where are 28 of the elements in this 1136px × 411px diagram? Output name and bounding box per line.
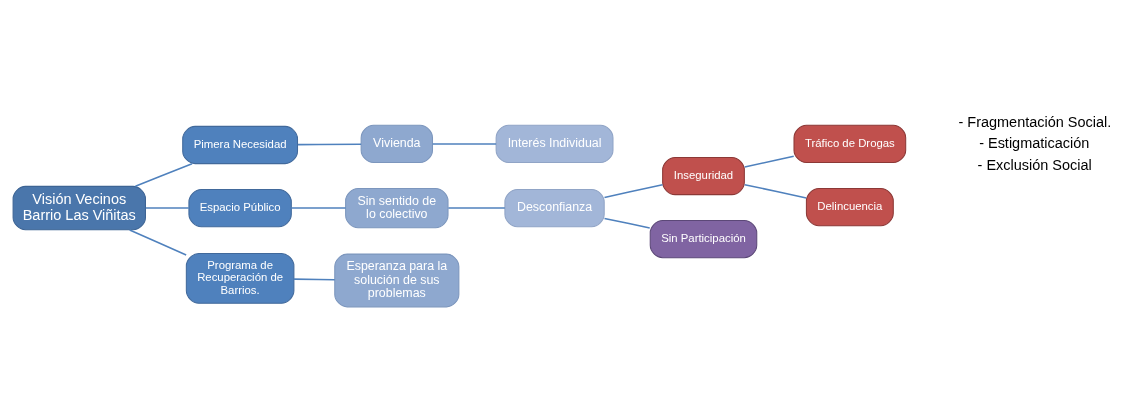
- connector: [603, 183, 664, 199]
- connector: [290, 207, 347, 209]
- connector: [447, 207, 506, 209]
- node-box: Espacio Público: [188, 188, 292, 228]
- node-box: Desconfianza: [504, 188, 605, 228]
- connector: [128, 229, 187, 256]
- node-box: Sin Participación: [649, 220, 758, 259]
- label: - Exclusión Social: [977, 157, 1092, 174]
- connector: [743, 155, 795, 168]
- connector: [297, 143, 362, 146]
- node-box: Sin sentido de lo colectivo: [345, 187, 449, 229]
- connector: [145, 207, 190, 209]
- label: - Fragmentación Social.: [958, 113, 1112, 130]
- connector: [743, 183, 808, 199]
- node-box: Delincuencia: [805, 187, 894, 227]
- connector: [432, 143, 497, 145]
- connector: [603, 217, 651, 229]
- node-box: Pimera Necesidad: [182, 125, 299, 165]
- node-box: Inseguridad: [662, 156, 745, 196]
- connector: [134, 162, 193, 187]
- node-box: Interés Individual: [495, 124, 614, 164]
- node-box: Tráfico de Drogas: [793, 124, 907, 164]
- node-box: Visión Vecinos Barrio Las Viñitas: [12, 185, 146, 231]
- node-box: Esperanza para la solución de sus problemas: [334, 253, 460, 308]
- node-box: Vivienda: [360, 124, 433, 164]
- connector: [293, 278, 336, 281]
- node-box: Programa de Recuperación de Barrios.: [185, 253, 295, 304]
- label: - Estigmaticación: [979, 135, 1090, 152]
